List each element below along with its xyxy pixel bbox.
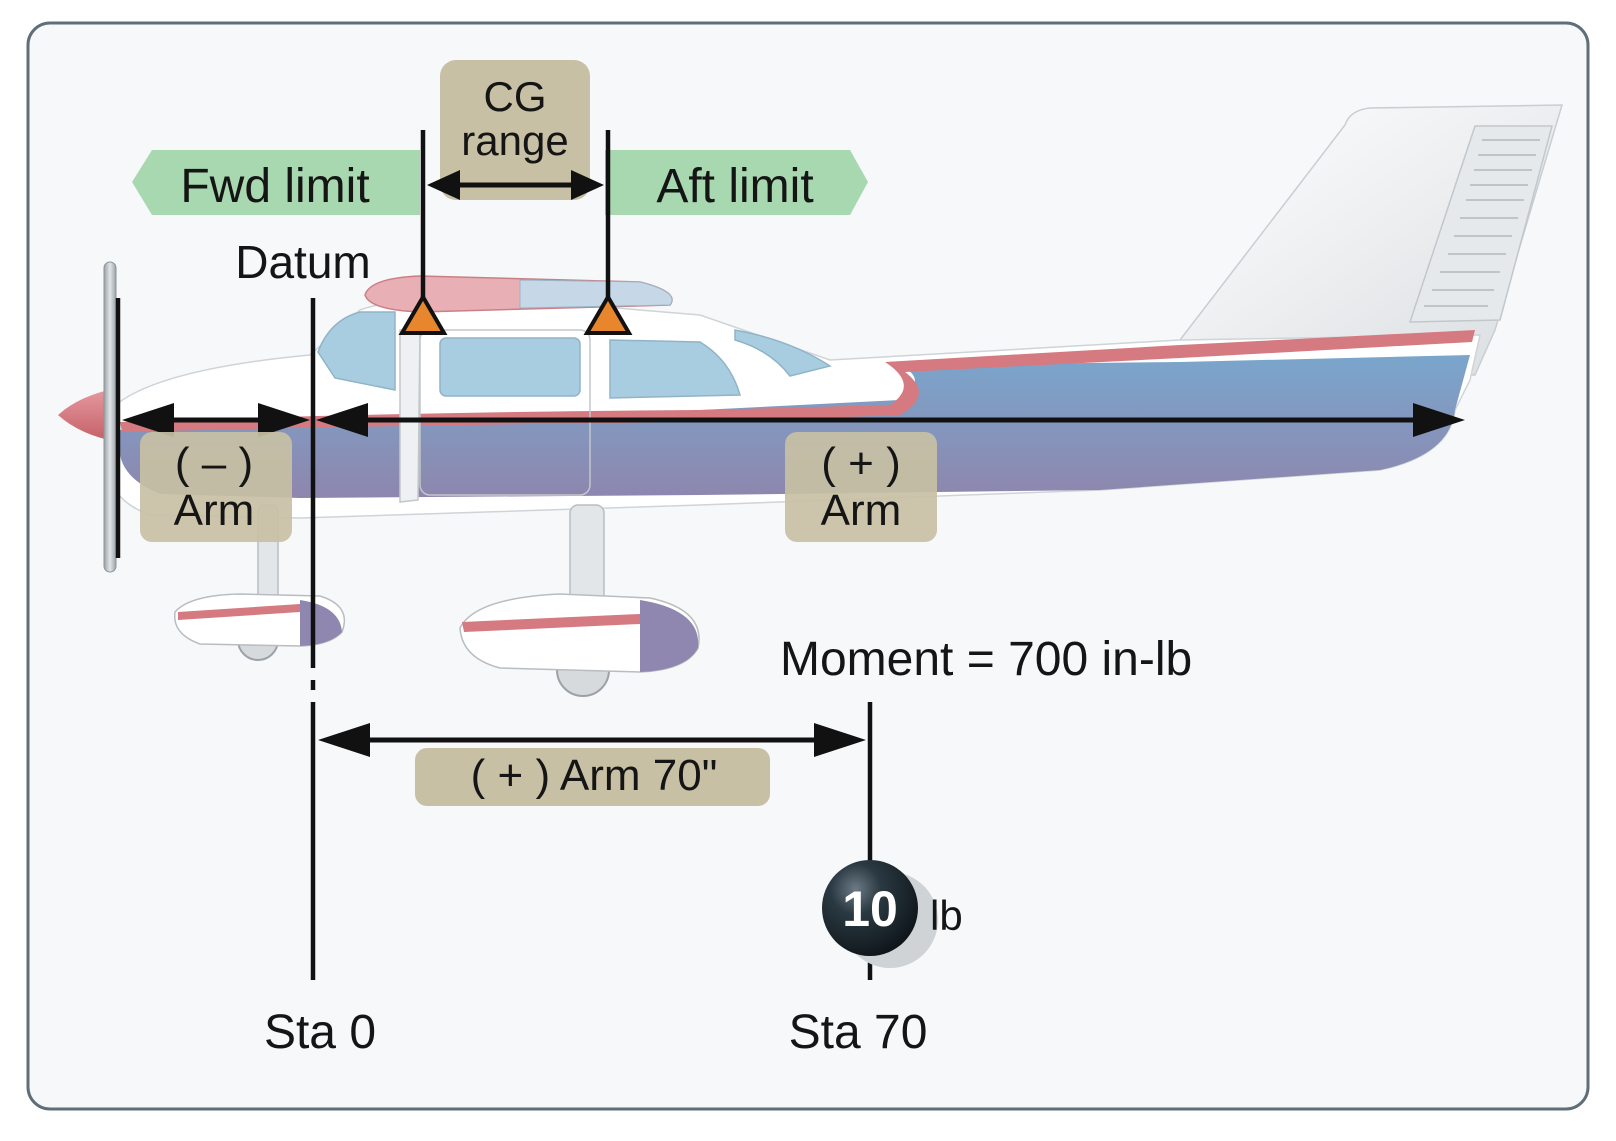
cg-range-arrow: [427, 170, 604, 200]
main-fairing-shade: [640, 600, 699, 672]
cabin-door: [419, 329, 591, 496]
aft-limit-label: Aft limit: [656, 160, 813, 213]
positive-arm-tag: [785, 432, 937, 542]
nose-fairing-stripe: [178, 604, 300, 620]
spinner: [58, 388, 118, 442]
datum-label: Datum: [235, 236, 370, 288]
main-fairing-stripe: [462, 614, 640, 632]
rudder-ribs: [1424, 139, 1540, 307]
aft-limit-tag: [605, 150, 868, 215]
fwd-limit-label: Fwd limit: [180, 160, 369, 213]
arm-70-label: ( + ) Arm 70": [471, 751, 718, 800]
windshield: [317, 311, 396, 391]
rear-side-window: [609, 339, 741, 399]
positive-arm-sign: ( + ): [821, 439, 900, 488]
positive-arm-word: Arm: [821, 486, 902, 535]
negative-arm-sign: ( – ): [175, 439, 253, 488]
front-side-window: [439, 337, 581, 397]
negative-arm-arrow: [122, 403, 310, 437]
arm-70-tag: [415, 748, 770, 806]
cg-range-tag: [440, 60, 590, 200]
negative-arm-tag: [140, 432, 292, 542]
sta-0-label: Sta 0: [264, 1006, 376, 1059]
main-gear-strut: [569, 504, 605, 606]
weight-unit: lb: [930, 892, 963, 939]
nose-fairing-shade: [300, 600, 342, 646]
airplane-illustration: [58, 104, 1564, 697]
weight-value: 10: [842, 881, 898, 937]
wing-tip: [519, 279, 673, 309]
main-wheel-fairing: [459, 593, 700, 673]
arm-70-arrow: [318, 723, 866, 757]
negative-arm-word: Arm: [174, 486, 255, 535]
aft-cg-marker: [583, 293, 633, 335]
positive-arm-arrow: [316, 403, 1465, 437]
sta-70-label: Sta 70: [789, 1006, 928, 1059]
weight-ball: [822, 860, 918, 956]
fwd-limit-tag: [132, 150, 420, 215]
wing-strut: [399, 329, 421, 503]
rear-quarter-window: [734, 329, 832, 377]
propeller: [103, 261, 117, 573]
moment-label: Moment = 700 in-lb: [780, 633, 1192, 686]
fuselage-red-stripe: [120, 330, 1475, 432]
cg-range-label-line1: CG: [484, 73, 547, 120]
fwd-cg-marker: [398, 293, 448, 335]
fuselage-color-band: [120, 355, 1470, 498]
cg-range-label-line2: range: [461, 117, 568, 164]
